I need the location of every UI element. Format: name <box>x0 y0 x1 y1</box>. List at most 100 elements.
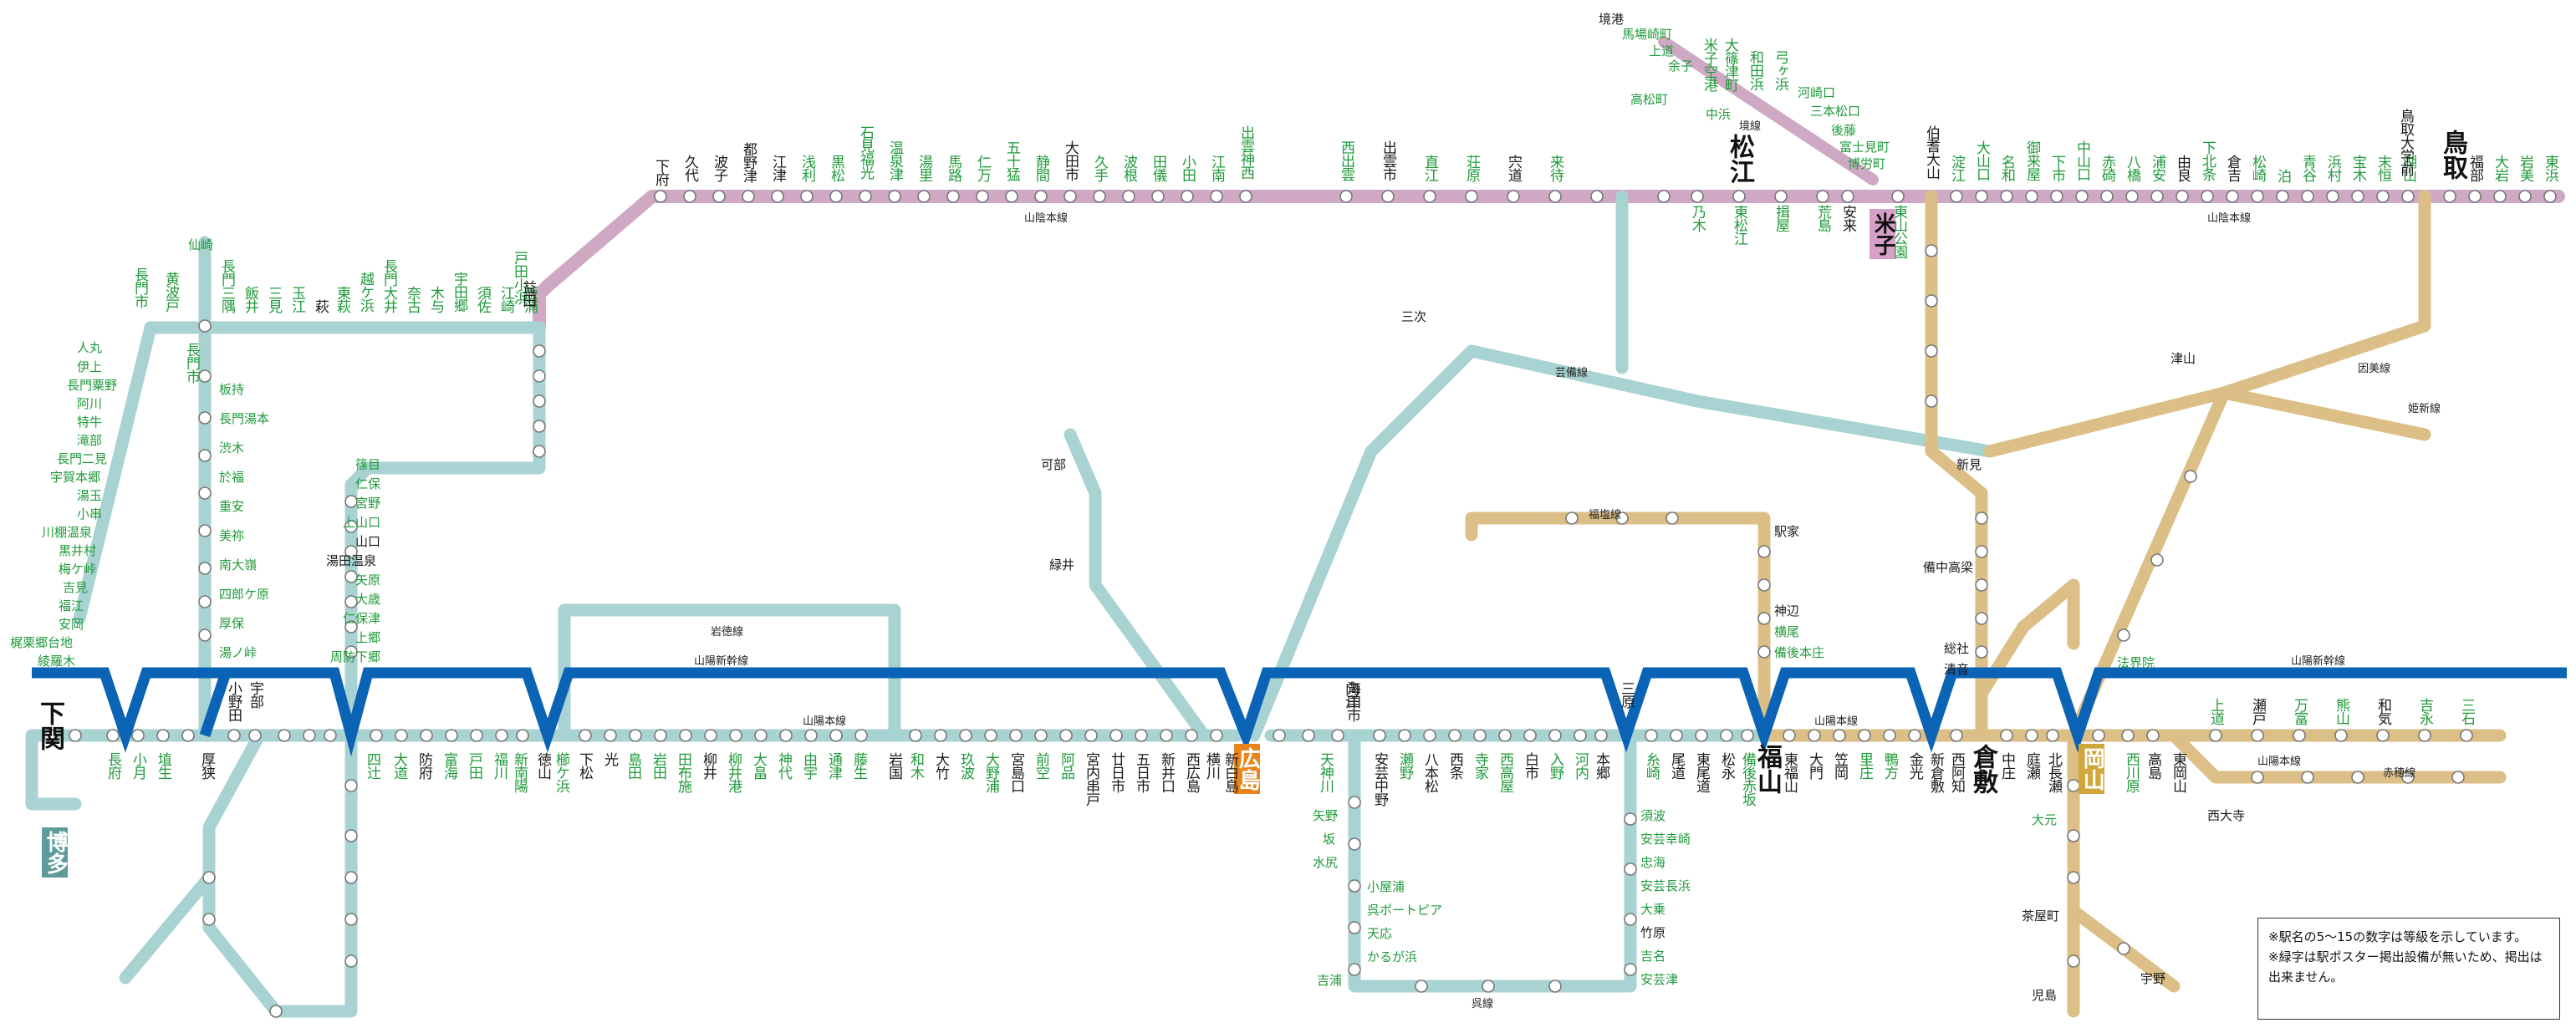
label-sanyo-shinkansen-west: 山陽新幹線 <box>694 655 749 668</box>
sanin-station-tagi: 田儀 <box>1150 155 1166 181</box>
sakai-station-yonagokuko: 米子空港 <box>1701 38 1717 91</box>
sanin-kajikuri: 梶栗郷台地 <box>10 635 74 650</box>
sanyo-station-kumayama: 熊山 <box>2333 698 2349 725</box>
sanyo-station-nishigawara: 西川原 <box>2123 752 2140 792</box>
sanin-west-nagatooi: 長門大井 <box>380 259 397 313</box>
sanyo-station-shiraichi: 白市 <box>1522 752 1538 779</box>
mine-shibuki: 渋木 <box>219 440 245 455</box>
kabe-midorii: 緑井 <box>1049 557 1075 572</box>
uno-kojima: 児島 <box>2032 988 2058 1003</box>
sanyo-station-bingoakasaka: 備後赤坂 <box>1739 752 1756 806</box>
sanin-station-kushiro: 久代 <box>681 155 698 181</box>
sanyo-station-higashiokayama: 東岡山 <box>2170 752 2186 792</box>
sanin-yasuoka: 安岡 <box>59 617 84 632</box>
sanin-west-nagatomisumi: 長門三隅 <box>218 259 235 313</box>
sanyo-station-niwase: 庭瀬 <box>2023 752 2040 779</box>
sanin-west-masuda: 益田 <box>519 280 536 307</box>
sanyo-station-daido: 大道 <box>390 752 407 779</box>
sanin-station-kute: 久手 <box>1091 155 1108 181</box>
kure-tenno: 天応 <box>1367 926 1393 941</box>
sanyo-station-onoda: 小野田 <box>225 681 242 721</box>
sanin-main-line <box>533 36 2565 334</box>
sanyo-station-tabuse: 田布施 <box>675 752 691 792</box>
yamaguchi-miyano: 宮野 <box>355 496 381 511</box>
mine-nagatoyumoto: 長門湯本 <box>219 411 270 426</box>
sanin-station-nawa: 名和 <box>1998 155 2015 181</box>
hakubi-kiyone: 清音 <box>1944 662 1970 677</box>
sanin-station-hamamura: 浜村 <box>2324 155 2341 181</box>
sanyo-station-heta: 戸田 <box>466 752 482 779</box>
sanyo-station-onomichi: 尾道 <box>1668 752 1685 779</box>
sanin-takibe: 滝部 <box>77 433 103 448</box>
sanin-station-higashihama: 東浜 <box>2542 155 2558 181</box>
sanyo-station-takashima: 高島 <box>2145 752 2161 779</box>
sanyo-station-hachihonmatsu: 八本松 <box>1421 752 1438 792</box>
sanin-kawatanaonsen: 川棚温泉 <box>42 525 93 540</box>
yamaguchi-otoshi: 大歳 <box>355 592 381 607</box>
sanin-west-tamae: 玉江 <box>288 286 305 313</box>
sanyo-station-kushigahama: 櫛ケ浜 <box>553 752 569 792</box>
sanin-igami: 伊上 <box>77 359 103 374</box>
sanyo-station-kasaoka: 笠岡 <box>1831 752 1848 779</box>
label-fukuen: 福塩線 <box>1589 509 1622 522</box>
sanin-west-sanmi: 三見 <box>265 286 282 313</box>
hub-yonago: 米子 <box>1870 209 1896 259</box>
teal-branch-lines <box>25 190 1997 1018</box>
sakai-station-sanbonmatsuguchi: 三本松口 <box>1810 104 1861 119</box>
sanyo-station-shinnanyo: 新南陽 <box>511 752 528 792</box>
sanyo-station-joto: 上道 <box>2207 698 2224 725</box>
sanyo-station-kamogata: 鴨方 <box>1881 752 1898 779</box>
sanin-station-konan: 江南 <box>1208 155 1225 181</box>
sanin-station-higashiyamakoen: 東山公園 <box>1890 205 1907 258</box>
sanyo-station-jike: 寺家 <box>1472 752 1488 779</box>
kure-kureportpier: 呉ポートピア <box>1367 903 1443 918</box>
sanin-station-shimofu: 下府 <box>652 159 669 186</box>
yamaguchi-kamiyamaguchi: 上山口 <box>343 515 381 530</box>
label-kure: 呉線 <box>1472 998 1494 1010</box>
sanin-station-iya: 揖屋 <box>1773 205 1789 232</box>
sanin-station-hashi: 波子 <box>711 155 727 181</box>
hub-hiroshima: 広島 <box>1234 744 1261 794</box>
sanin-west-susa: 須佐 <box>474 286 491 313</box>
sanin-station-hokidaisen: 伯耆大山 <box>1923 125 1940 179</box>
kabe-kabe: 可部 <box>1041 457 1067 472</box>
sanin-yoshimi: 吉見 <box>63 580 89 595</box>
sanin-station-urayasu: 浦安 <box>2149 155 2165 181</box>
sanin-station-kimachi: 来待 <box>1547 155 1563 181</box>
hakubi-soja: 総社 <box>1944 641 1970 656</box>
sanyo-station-higashifukuyama: 東福山 <box>1781 752 1798 792</box>
yamaguchi-shinome: 篠目 <box>355 457 381 472</box>
sanyo-station-kojiro: 神代 <box>775 752 792 779</box>
sanyo-station-miyauchi: 宮内串戸 <box>1083 752 1099 806</box>
legend-line-2: ※緑字は駅ポスター掲出設備が無いため、掲出は出来ません。 <box>2268 949 2543 985</box>
label-akou: 赤穂線 <box>2383 767 2416 780</box>
sanin-station-aoya: 青谷 <box>2299 155 2316 181</box>
sanyo-station-nagafu: 長府 <box>105 752 121 779</box>
sanin-station-kurayoshi: 倉吉 <box>2224 155 2241 181</box>
sanyo-station-shinhakushima: 新白島 <box>1222 752 1238 792</box>
sanin-nagatoawano: 長門粟野 <box>67 378 118 393</box>
sanin-station-isotake: 五十猛 <box>1003 140 1020 181</box>
mine-senzaki: 仙崎 <box>188 237 214 252</box>
sanin-station-shobara: 荘原 <box>1463 155 1480 181</box>
kure-akitsu: 安芸津 <box>1640 972 1679 987</box>
sanin-station-yodoe: 淀江 <box>1948 155 1965 181</box>
kure-saka: 坂 <box>1323 832 1336 847</box>
sanin-station-maji: 馬路 <box>945 155 962 181</box>
hub-shimonoseki: 下関 <box>35 700 64 751</box>
sanyo-station-fukugawa: 福川 <box>491 752 508 779</box>
sanin-hitomaru: 人丸 <box>77 340 103 355</box>
sakai-station-wadahama: 和田浜 <box>1747 50 1763 90</box>
sanyo-station-kochi: 河内 <box>1572 752 1589 779</box>
station-markers <box>43 729 2473 742</box>
sanyo-shinkansen-line <box>32 667 2567 757</box>
sanin-west-todakohama: 戸田小浜 <box>511 251 528 304</box>
kure-karugahama: かるが浜 <box>1367 949 1418 964</box>
sanin-ayaragi: 綾羅木 <box>38 654 76 669</box>
mine-nagatoshi: 長門市 <box>183 343 200 383</box>
uno-chayamachi: 茶屋町 <box>2022 908 2060 924</box>
fukuen-kannabe: 神辺 <box>1774 603 1800 618</box>
sanin-station-kuromatsu: 黒松 <box>828 155 844 181</box>
sanyo-station-tenjingawa: 天神川 <box>1317 752 1334 792</box>
sanin-west-higashihagi: 東萩 <box>334 286 350 313</box>
